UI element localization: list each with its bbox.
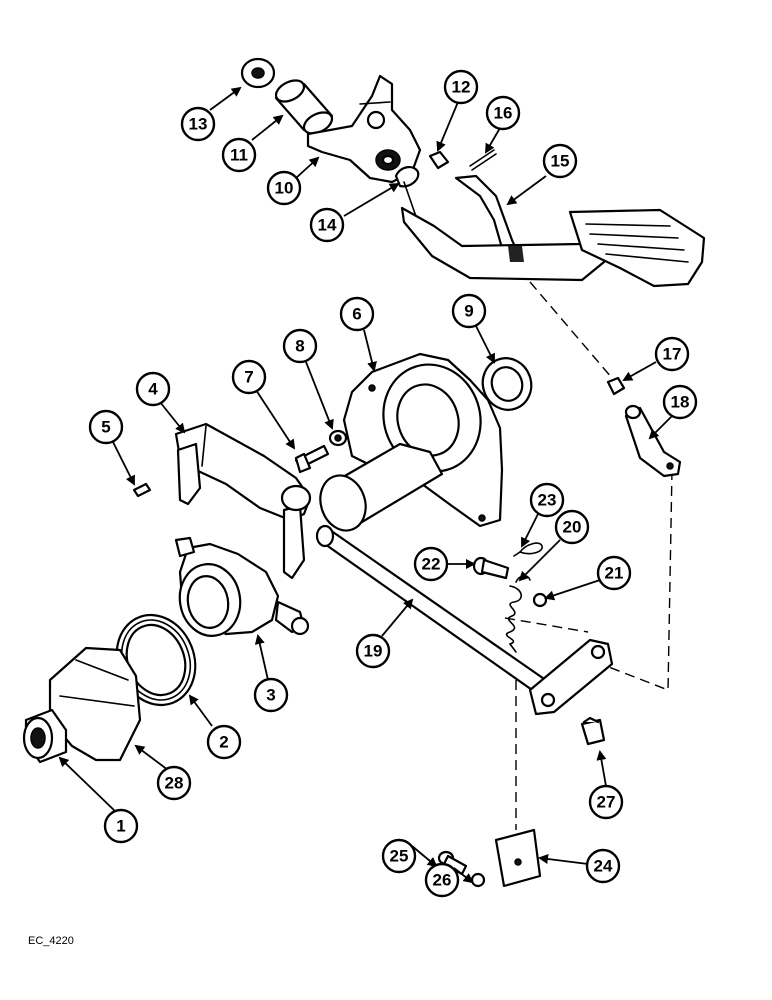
callout-18: 18 (662, 384, 698, 420)
svg-text:4: 4 (148, 380, 158, 399)
part-13-washer (240, 57, 276, 89)
callout-17: 17 (654, 336, 690, 372)
callout-26: 26 (424, 862, 460, 898)
callout-24: 24 (585, 848, 621, 884)
part-18-clevis (624, 404, 682, 478)
callout-4: 4 (135, 371, 171, 407)
part-26-washer (470, 872, 486, 888)
part-9-seal (481, 357, 533, 411)
callout-6: 6 (339, 296, 375, 332)
svg-text:7: 7 (244, 368, 253, 387)
svg-text:28: 28 (165, 774, 184, 793)
callout-22: 22 (413, 546, 449, 582)
callout-11: 11 (221, 137, 257, 173)
part-20-spring (505, 574, 531, 653)
callout-1: 1 (103, 808, 139, 844)
callout-16: 16 (485, 95, 521, 131)
svg-text:2: 2 (219, 733, 228, 752)
svg-text:21: 21 (605, 564, 624, 583)
svg-text:22: 22 (422, 555, 441, 574)
svg-text:3: 3 (266, 686, 275, 705)
callout-3: 3 (253, 677, 289, 713)
svg-text:20: 20 (563, 518, 582, 537)
part-8-washer (328, 429, 348, 447)
leader-arrows (58, 86, 673, 884)
svg-text:9: 9 (464, 302, 473, 321)
svg-text:11: 11 (230, 146, 248, 165)
svg-text:23: 23 (538, 491, 557, 510)
callout-20: 20 (554, 509, 590, 545)
svg-text:13: 13 (189, 115, 208, 134)
part-12-nut (428, 150, 450, 170)
svg-text:19: 19 (364, 642, 383, 661)
svg-text:6: 6 (352, 305, 361, 324)
svg-text:27: 27 (597, 793, 616, 812)
part-21-washer (532, 592, 548, 608)
svg-text:16: 16 (494, 104, 513, 123)
part-4-release-fork (174, 422, 312, 580)
svg-text:12: 12 (452, 78, 471, 97)
svg-text:26: 26 (433, 871, 452, 890)
callout-10: 10 (266, 170, 302, 206)
part-7-bolt (294, 444, 330, 474)
callout-12: 12 (443, 69, 479, 105)
part-17-nut (606, 376, 626, 396)
alignment-lines (504, 281, 673, 830)
svg-text:18: 18 (671, 393, 690, 412)
part-5-pin (132, 482, 152, 498)
part-22-pin (472, 556, 510, 580)
part-23-clip (513, 542, 543, 557)
svg-text:10: 10 (275, 179, 294, 198)
part-28-split-cover (48, 646, 142, 762)
svg-text:17: 17 (663, 345, 682, 364)
callout-5: 5 (88, 409, 124, 445)
callout-15: 15 (542, 143, 578, 179)
callout-23: 23 (529, 482, 565, 518)
callout-7: 7 (231, 359, 267, 395)
part-6-housing (319, 352, 504, 532)
part-19-cross-shaft (315, 524, 614, 716)
part-10-pedal-bracket (306, 74, 422, 184)
svg-text:24: 24 (594, 857, 613, 876)
part-11-bushing (274, 79, 334, 135)
callout-19: 19 (355, 633, 391, 669)
part-1-bearing (22, 708, 68, 764)
callout-9: 9 (451, 293, 487, 329)
callout-27: 27 (588, 784, 624, 820)
drawing-reference-code: EC_4220 (28, 935, 74, 947)
svg-text:1: 1 (116, 817, 125, 836)
callout-21: 21 (596, 555, 632, 591)
svg-text:14: 14 (318, 216, 337, 235)
callout-13: 13 (180, 106, 216, 142)
svg-text:5: 5 (101, 418, 110, 437)
callout-25: 25 (381, 838, 417, 874)
svg-text:25: 25 (390, 847, 409, 866)
part-24-plate (494, 828, 542, 888)
callout-14: 14 (309, 207, 345, 243)
svg-text:15: 15 (551, 152, 570, 171)
part-27-grease-fitting (580, 716, 606, 746)
part-3-bearing-carrier (174, 536, 310, 637)
part-16-cotter-pin (469, 149, 497, 171)
callout-2: 2 (206, 724, 242, 760)
part-15-pedal (400, 174, 706, 288)
svg-text:8: 8 (295, 337, 304, 356)
callout-28: 28 (156, 765, 192, 801)
callout-8: 8 (282, 328, 318, 364)
